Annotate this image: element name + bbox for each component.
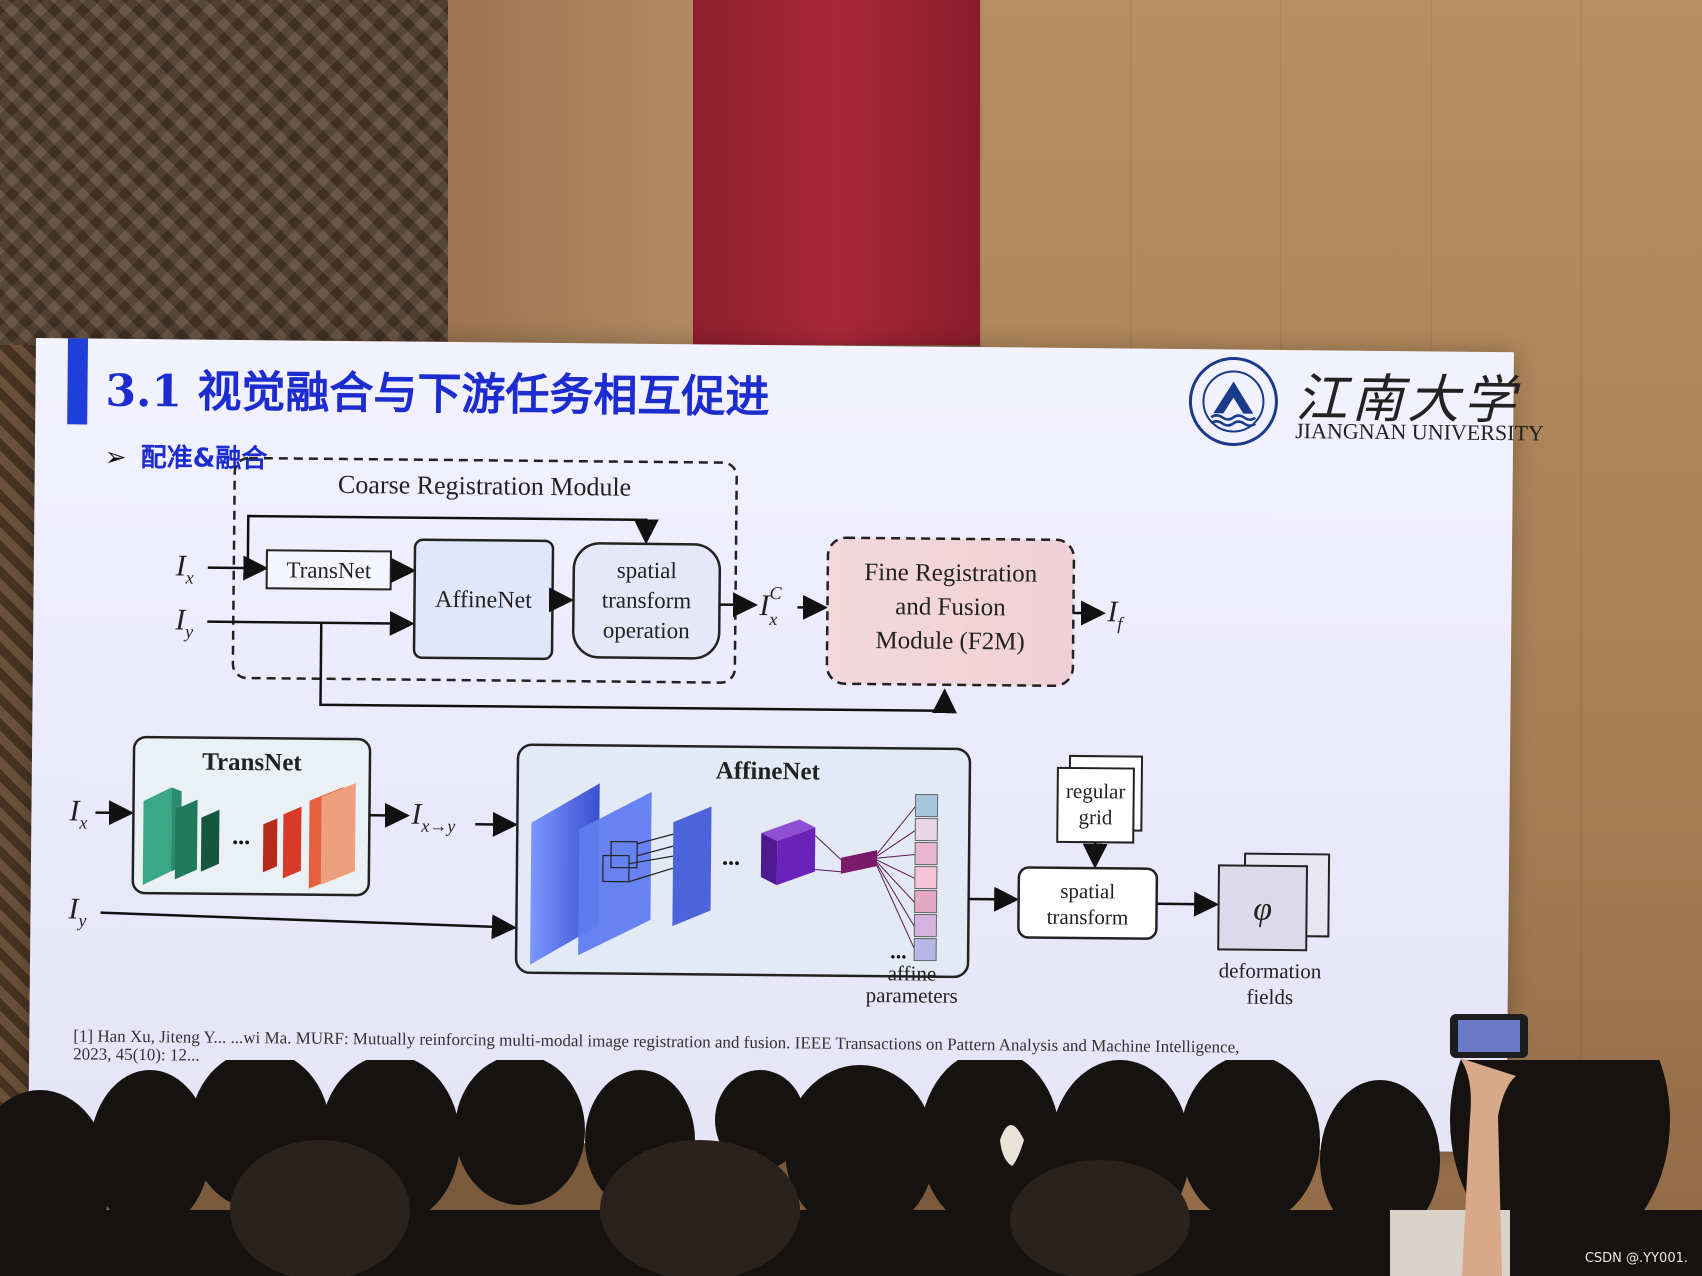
spatial-op-line2: transform xyxy=(602,587,692,613)
affinenet-conv-layer-3 xyxy=(672,806,712,927)
arrow-iy-to-f2m xyxy=(319,622,957,714)
registration-fusion-diagram: Coarse Registration Module Ix Iy TransNe… xyxy=(67,456,1331,1009)
affinenet-conv-layer-2 xyxy=(578,791,652,956)
wall-wood-panel xyxy=(448,0,693,345)
hair-clip xyxy=(1000,1125,1024,1166)
deformation-line1: deformation xyxy=(1219,958,1322,983)
transnet-green-layer-2 xyxy=(174,799,198,880)
arrow-iy-to-affinenet xyxy=(207,610,415,636)
final-output-label: If xyxy=(1106,595,1125,633)
arrow-ix-to-transnet xyxy=(207,555,269,581)
top-input-y-label: Iy xyxy=(174,603,193,641)
transnet-label: TransNet xyxy=(286,557,372,583)
raised-hand-with-phone xyxy=(1450,1014,1528,1276)
affine-parameter-column xyxy=(913,793,939,962)
spatial-transform-op-box xyxy=(571,542,722,660)
arrow-bottom-iy xyxy=(100,911,517,940)
top-input-x-label: Ix xyxy=(175,549,194,587)
affinenet-detail-title: AffineNet xyxy=(716,758,821,786)
wall-woven-panel xyxy=(0,0,448,345)
projection-screen: 3.1 视觉融合与下游任务相互促进 ➢配准&融合 江南大学 JIANGNAN U… xyxy=(28,338,1544,1153)
spatial-op-line1: spatial xyxy=(617,558,677,584)
deformation-field-box xyxy=(1217,864,1308,952)
affinenet-label: AffineNet xyxy=(435,587,532,614)
affinenet-dense-layer xyxy=(840,850,878,874)
spatial-op-line3: operation xyxy=(603,617,691,643)
affine-params-ellipsis: ... xyxy=(890,938,907,963)
affine-params-line1: affine xyxy=(888,961,937,985)
deformation-line2: fields xyxy=(1246,985,1293,1009)
wall-red-banner xyxy=(693,0,980,345)
transnet-red-layer-4 xyxy=(320,783,356,885)
arrow-to-deformation xyxy=(1156,891,1220,917)
phi-symbol: φ xyxy=(1253,891,1272,928)
university-seal-logo xyxy=(1188,356,1278,446)
affinenet-fc-connections xyxy=(814,806,916,949)
watermark-text: CSDN @.YY001. xyxy=(1584,1251,1688,1266)
coarse-registration-module-box xyxy=(231,456,738,684)
transnet-green-layer-3 xyxy=(200,809,220,872)
bottom-input-y-label: Iy xyxy=(67,892,86,930)
bottom-input-x-label: Ix xyxy=(68,794,87,832)
f2m-line2: and Fusion xyxy=(895,593,1006,621)
arrow-ix-to-spatial xyxy=(246,514,659,569)
transnet-ellipsis: ... xyxy=(232,824,250,850)
f2m-line3: Module (F2M) xyxy=(875,627,1025,655)
spatial-transform-line2: transform xyxy=(1047,905,1129,930)
affine-params-line2: parameters xyxy=(866,983,958,1008)
affinenet-receptive-field xyxy=(602,833,674,883)
transnet-output-label: Ix→y xyxy=(410,798,455,836)
f2m-line1: Fine Registration xyxy=(864,559,1038,588)
transnet-red-layer-1 xyxy=(262,818,278,873)
regular-grid-line2: grid xyxy=(1078,805,1113,829)
affinenet-cube-side xyxy=(760,832,778,886)
spatial-transform-line1: spatial xyxy=(1060,879,1115,904)
transnet-green-layer-1 xyxy=(142,787,172,886)
affinenet-ellipsis: ... xyxy=(722,845,740,871)
audience-heads xyxy=(0,1060,1702,1276)
regular-grid-line1: regular xyxy=(1066,779,1126,804)
transnet-red-layer-2 xyxy=(282,806,302,879)
coarse-registration-module-title: Coarse Registration Module xyxy=(338,470,631,502)
transnet-detail-title: TransNet xyxy=(202,749,302,777)
affinenet-cube-front xyxy=(776,827,816,886)
affinenet-cube-top xyxy=(761,819,816,842)
